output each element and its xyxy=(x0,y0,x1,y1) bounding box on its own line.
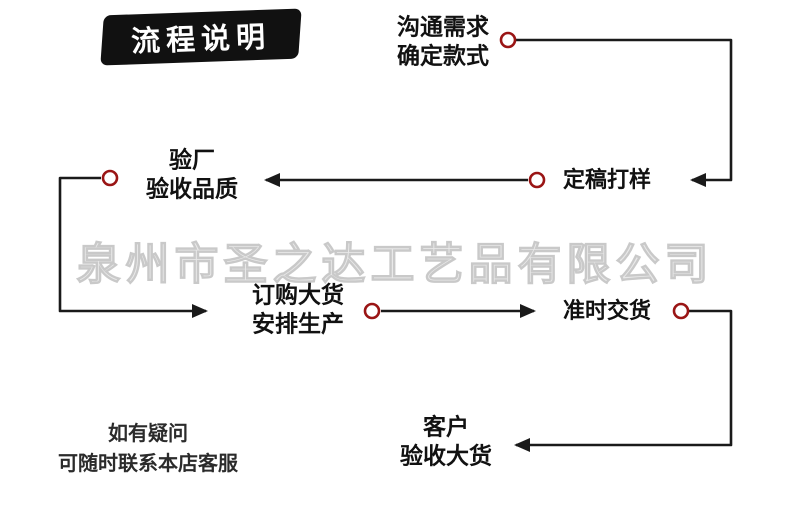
step-customer-acceptance: 客户 验收大货 xyxy=(400,414,492,470)
step-factory-quality-inspection: 验厂 验收品质 xyxy=(146,147,238,203)
company-watermark: 泉州市圣之达工艺品有限公司 xyxy=(76,239,714,291)
page-title: 流程说明 xyxy=(130,19,272,59)
customer-service-note: 如有疑问 可随时联系本店客服 xyxy=(58,421,238,475)
connector-deliver-to-accept xyxy=(514,309,733,452)
connector-communicate-to-sample xyxy=(516,38,733,187)
node-circle-communicate xyxy=(499,31,517,49)
step-order-bulk-production: 订购大货 安排生产 xyxy=(252,282,344,338)
node-circle-deliver xyxy=(672,302,690,320)
step-communicate-needs: 沟通需求 确定款式 xyxy=(397,14,489,70)
node-circle-order xyxy=(363,302,381,320)
step-finalize-sample: 定稿打样 xyxy=(562,167,652,193)
node-circle-sample xyxy=(528,171,546,189)
node-circle-inspect xyxy=(101,169,119,187)
title-badge: 流程说明 xyxy=(100,8,302,66)
step-on-time-delivery: 准时交货 xyxy=(562,298,652,324)
